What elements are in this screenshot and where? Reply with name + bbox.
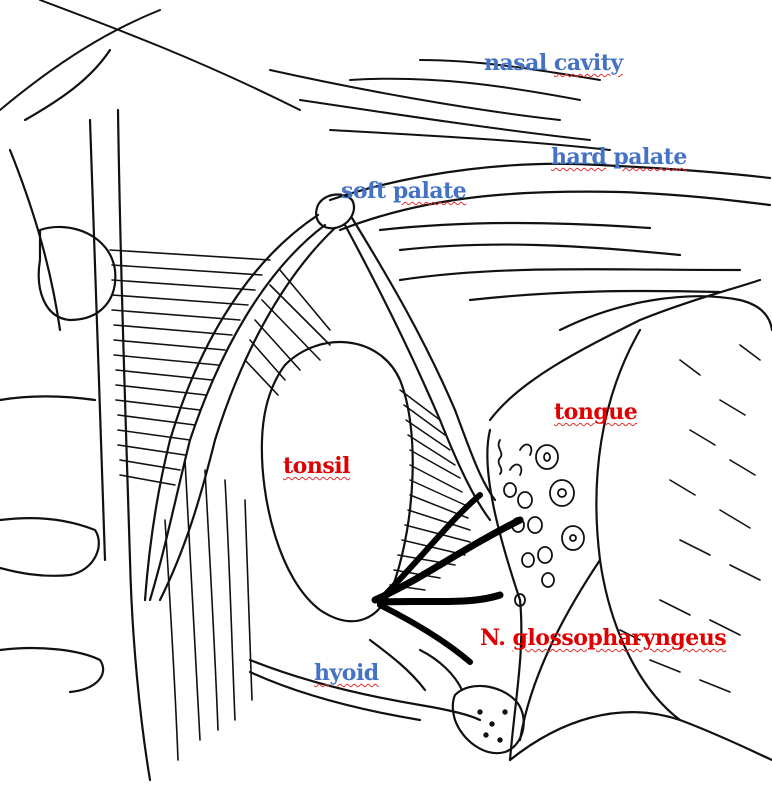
nerve-label: N. glossopharyngeus bbox=[480, 627, 726, 649]
lower-pharynx-lines bbox=[165, 460, 252, 760]
hard-palate-word-1: hard bbox=[551, 144, 606, 170]
hyoid-bone bbox=[250, 640, 524, 753]
soft-palate-word-1: soft bbox=[341, 178, 386, 204]
muscle-hatching bbox=[110, 250, 330, 485]
hard-palate-label: hard palate bbox=[551, 146, 687, 168]
hard-palate-word-2: palate bbox=[613, 144, 686, 170]
posterior-wall-lines bbox=[0, 50, 150, 780]
nasal-cavity-word-1: nasal bbox=[484, 50, 547, 76]
soft-palate-word-2: palate bbox=[393, 178, 466, 204]
tonsil-shape bbox=[262, 342, 413, 621]
palatine-arch-lines bbox=[145, 215, 495, 600]
nasal-cavity-word-2: cavity bbox=[554, 50, 623, 76]
tonsil-label: tonsil bbox=[283, 455, 350, 477]
soft-palate-label: soft palate bbox=[341, 180, 466, 202]
nerve-word-1: N. bbox=[480, 625, 505, 651]
nerve-word-2: glossopharyngeus bbox=[513, 625, 727, 651]
tongue-label: tongue bbox=[554, 401, 637, 423]
nasal-cavity-label: nasal cavity bbox=[484, 52, 623, 74]
hyoid-label: hyoid bbox=[314, 662, 379, 684]
